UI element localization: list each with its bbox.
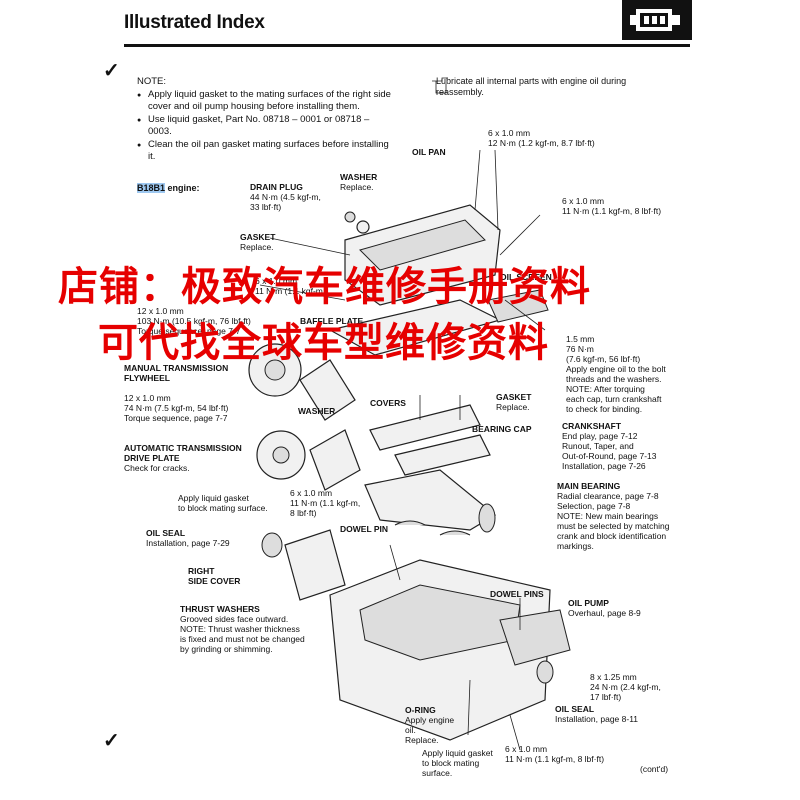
baffle-plate-label: BAFFLE PLATE <box>300 316 364 326</box>
engine-section-icon <box>622 0 692 40</box>
dowel-pins-label: DOWEL PINS <box>490 589 544 599</box>
cover-part <box>309 429 361 491</box>
margin-mark: ✓ <box>103 60 120 82</box>
oil-seal-part <box>536 660 554 684</box>
bearing-cap-part <box>394 434 491 476</box>
dowel-pin-label: DOWEL PIN <box>340 524 389 534</box>
covers-label: COVERS <box>370 398 406 408</box>
drain-plug-part <box>344 211 356 223</box>
main-bearing-part <box>439 530 471 536</box>
oil-screen-part <box>487 289 549 323</box>
engine-label: B18B1 engine: <box>137 183 200 193</box>
note-heading: NOTE: <box>137 76 167 87</box>
bearing-cap-label: BEARING CAP <box>472 424 532 434</box>
oil-can-icon <box>430 75 450 102</box>
watermark-line-2: 可代找全球车型维修资料 <box>98 321 549 365</box>
oil-pump-part <box>499 609 571 666</box>
oil-pan-sump <box>359 219 486 271</box>
page-title: Illustrated Index <box>124 12 265 33</box>
watermark-line-1: 店铺：极致汽车维修手册资料 <box>58 265 591 309</box>
right-side-cover-part <box>284 529 346 601</box>
oil-pan-label: OIL PAN <box>412 147 446 157</box>
oil-seal-part <box>261 532 283 558</box>
note-item: Apply liquid gasket to the mating surfac… <box>137 89 392 114</box>
continued-label: (cont'd) <box>640 764 669 774</box>
bearing-cap-part <box>369 404 481 451</box>
cover-part <box>299 359 356 421</box>
oil-screen-label: OIL SCREEN <box>500 272 552 282</box>
main-bearing-part <box>394 520 426 526</box>
note-block: NOTE: Apply liquid gasket to the mating … <box>137 76 392 164</box>
margin-mark: ✓ <box>103 730 120 752</box>
washer-label: WASHER <box>298 406 336 416</box>
lubricate-note: Lubricate all internal parts with engine… <box>436 76 627 97</box>
note-item: Clean the oil pan gasket mating surfaces… <box>137 139 392 164</box>
washer-part <box>356 220 370 234</box>
note-item: Use liquid gasket, Part No. 08718 – 0001… <box>137 114 392 139</box>
title-rule <box>124 44 690 47</box>
crankshaft-part <box>364 469 497 531</box>
